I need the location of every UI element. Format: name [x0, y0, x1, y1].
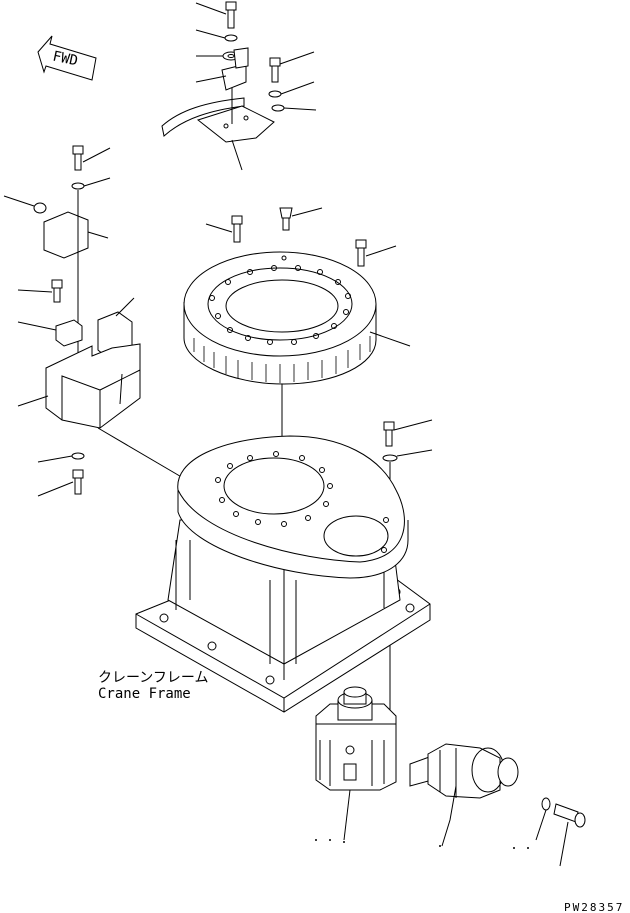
- callout-marks: [315, 839, 529, 849]
- swing-bearing-ring: [183, 207, 411, 470]
- fwd-label: FWD: [51, 48, 79, 69]
- swing-gearbox: [315, 686, 397, 841]
- frame-label-jp: クレーンフレーム: [98, 670, 208, 686]
- crane-frame: クレーンフレーム Crane Frame: [98, 435, 431, 713]
- drawing-number: PW28357: [564, 901, 624, 913]
- hydraulic-motor: [409, 743, 586, 867]
- top-bracket-assembly: [161, 1, 317, 171]
- fwd-arrow-icon: FWD: [37, 35, 97, 81]
- left-cover-assembly: [3, 145, 191, 497]
- frame-label-en: Crane Frame: [98, 686, 191, 702]
